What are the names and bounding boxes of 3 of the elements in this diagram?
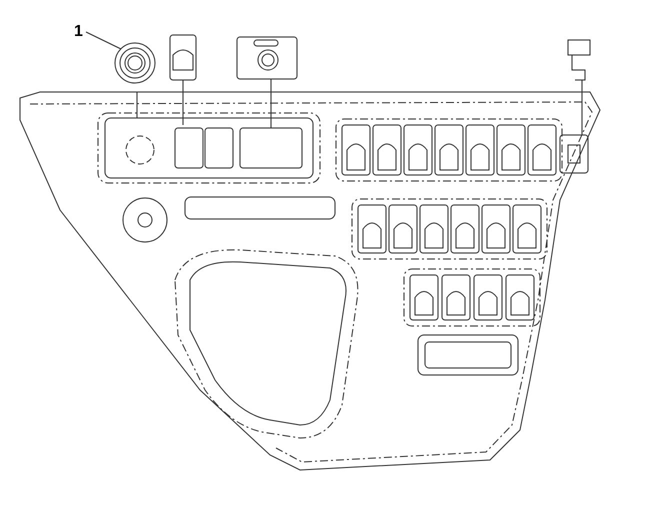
callout-number: 1 [74, 24, 83, 40]
knob-drawing [114, 42, 156, 84]
leader-line [86, 32, 122, 50]
